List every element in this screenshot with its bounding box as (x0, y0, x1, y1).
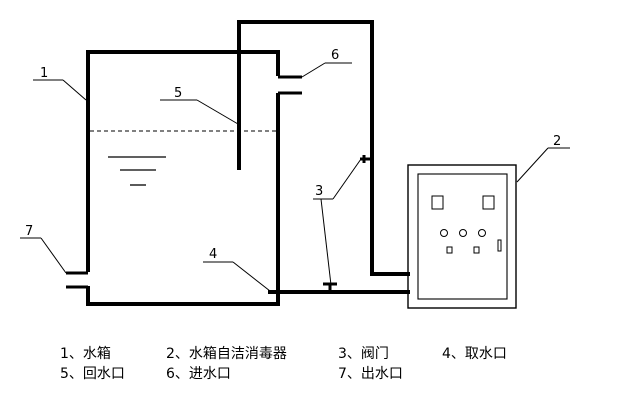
legend-item-5: 5、回水口 (60, 366, 125, 382)
legend-item-7: 7、出水口 (338, 366, 403, 382)
legend-item-3: 3、阀门 (338, 346, 389, 362)
callout-7: 7 (25, 224, 33, 239)
outlet-pipe (66, 271, 88, 289)
legend-item-4: 4、取水口 (442, 346, 507, 362)
legend-item-2: 2、水箱自洁消毒器 (166, 346, 287, 362)
legend-item-1: 1、水箱 (60, 346, 111, 362)
valve-intake (323, 282, 337, 292)
callout-6: 6 (331, 48, 339, 63)
legend-item-6: 6、进水口 (166, 366, 231, 382)
inlet-pipe (278, 75, 302, 95)
water-level (90, 130, 276, 186)
valve-return (360, 155, 372, 163)
callout-5: 5 (174, 86, 182, 101)
callout-1: 1 (40, 66, 48, 81)
sterilizer-box (407, 164, 517, 309)
water-tank (86, 50, 280, 306)
callout-2: 2 (553, 134, 561, 149)
return-pipe (237, 20, 410, 276)
callout-3: 3 (315, 184, 323, 199)
callout-4: 4 (209, 247, 217, 262)
leader-lines (20, 62, 570, 292)
